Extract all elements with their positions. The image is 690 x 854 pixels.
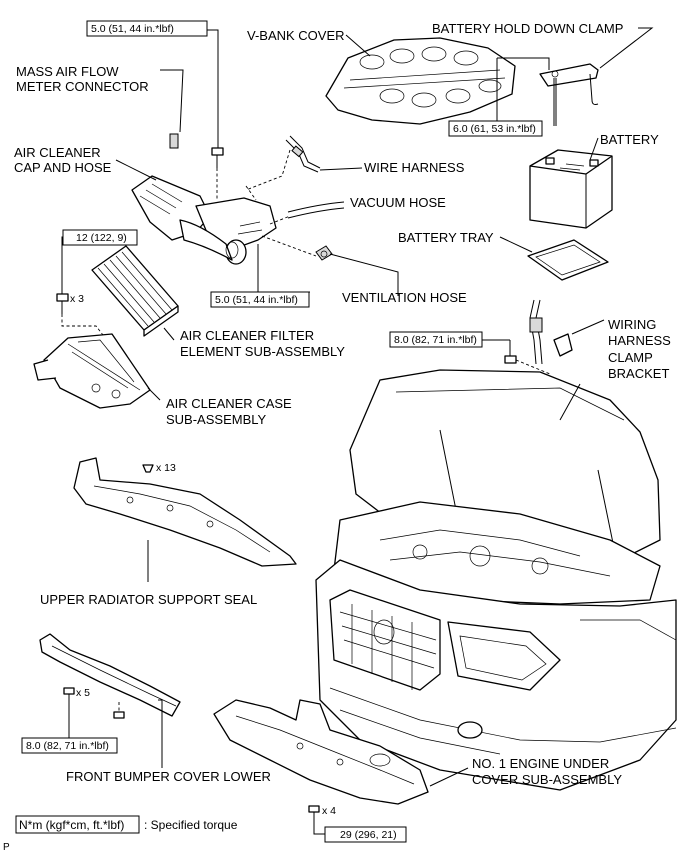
air-cleaner-cap-drawing <box>131 175 277 265</box>
battery-clamp-drawing <box>539 63 599 126</box>
label-wiring-bracket-1: WIRING <box>608 317 656 332</box>
label-air-cleaner-case-2: SUB-ASSEMBLY <box>166 412 267 427</box>
torque-under-cover-bolt: 29 (296, 21) <box>340 829 397 841</box>
v-bank-cover-drawing <box>325 37 516 125</box>
bolt-case-drawing <box>56 293 69 314</box>
label-no1-under-cover-1: NO. 1 ENGINE UNDER <box>472 756 609 771</box>
bolt-top-drawing <box>211 147 224 168</box>
vacuum-hose-drawing <box>287 201 345 219</box>
wire-harness-drawing <box>285 135 321 173</box>
label-no1-under-cover-2: COVER SUB-ASSEMBLY <box>472 772 622 787</box>
air-cleaner-filter-drawing <box>91 245 179 337</box>
upper-radiator-seal-drawing <box>73 457 297 567</box>
battery-drawing <box>529 149 613 229</box>
torque-battery-clamp: 6.0 (61, 53 in.*lbf) <box>453 123 536 135</box>
torque-air-cleaner-case-bolt: 12 (122, 9) <box>76 232 127 244</box>
torque-mass-air-flow-bolt: 5.0 (51, 44 in.*lbf) <box>91 23 174 35</box>
label-ventilation-hose: VENTILATION HOSE <box>342 290 467 305</box>
corner-mark: P <box>3 842 10 853</box>
qty-under-cover-bolts: x 4 <box>322 805 336 817</box>
air-cleaner-case-drawing <box>33 333 151 409</box>
clip-seal-drawing <box>142 464 154 473</box>
torque-air-cleaner-cap-clamp: 5.0 (51, 44 in.*lbf) <box>215 294 298 306</box>
engine-under-cover-drawing <box>213 699 429 805</box>
torque-wiring-bracket-bolt: 8.0 (82, 71 in.*lbf) <box>394 334 477 346</box>
vehicle-drawing <box>315 369 677 791</box>
label-air-cleaner-filter-2: ELEMENT SUB-ASSEMBLY <box>180 344 345 359</box>
label-wire-harness: WIRE HARNESS <box>364 160 465 175</box>
label-v-bank-cover: V-BANK COVER <box>247 28 345 43</box>
label-front-bumper-lower: FRONT BUMPER COVER LOWER <box>66 769 271 784</box>
label-air-cleaner-cap-2: CAP AND HOSE <box>14 160 112 175</box>
qty-bumper-bolts: x 5 <box>76 687 90 699</box>
label-battery: BATTERY <box>600 132 659 147</box>
label-mass-air-flow-1: MASS AIR FLOW <box>16 64 119 79</box>
battery-tray-drawing <box>527 239 609 281</box>
legend-units: N*m (kgf*cm, ft.*lbf) <box>19 818 124 832</box>
wiring-bracket-drawing <box>529 299 573 365</box>
front-bumper-lower-drawing <box>39 633 181 717</box>
label-air-cleaner-filter-1: AIR CLEANER FILTER <box>180 328 314 343</box>
label-air-cleaner-cap-1: AIR CLEANER <box>14 145 101 160</box>
label-battery-hold-down-clamp: BATTERY HOLD DOWN CLAMP <box>432 21 623 36</box>
bolt-bracket-drawing <box>504 355 517 364</box>
label-vacuum-hose: VACUUM HOSE <box>350 195 446 210</box>
label-air-cleaner-case-1: AIR CLEANER CASE <box>166 396 292 411</box>
label-wiring-bracket-4: BRACKET <box>608 366 669 381</box>
label-battery-tray: BATTERY TRAY <box>398 230 494 245</box>
legend-description: : Specified torque <box>144 818 238 832</box>
label-upper-radiator-seal: UPPER RADIATOR SUPPORT SEAL <box>40 592 257 607</box>
torque-bumper-cover-bolt: 8.0 (82, 71 in.*lbf) <box>26 740 109 752</box>
bolt-under-cover-drawing <box>308 805 320 820</box>
label-wiring-bracket-2: HARNESS <box>608 333 671 348</box>
label-wiring-bracket-3: CLAMP <box>608 350 653 365</box>
label-mass-air-flow-2: METER CONNECTOR <box>16 79 149 94</box>
qty-case-bolts: x 3 <box>70 293 84 305</box>
qty-seal-clips: x 13 <box>156 462 176 474</box>
ventilation-hose-drawing <box>315 245 333 261</box>
bolt-bumper-drawing <box>63 687 125 719</box>
